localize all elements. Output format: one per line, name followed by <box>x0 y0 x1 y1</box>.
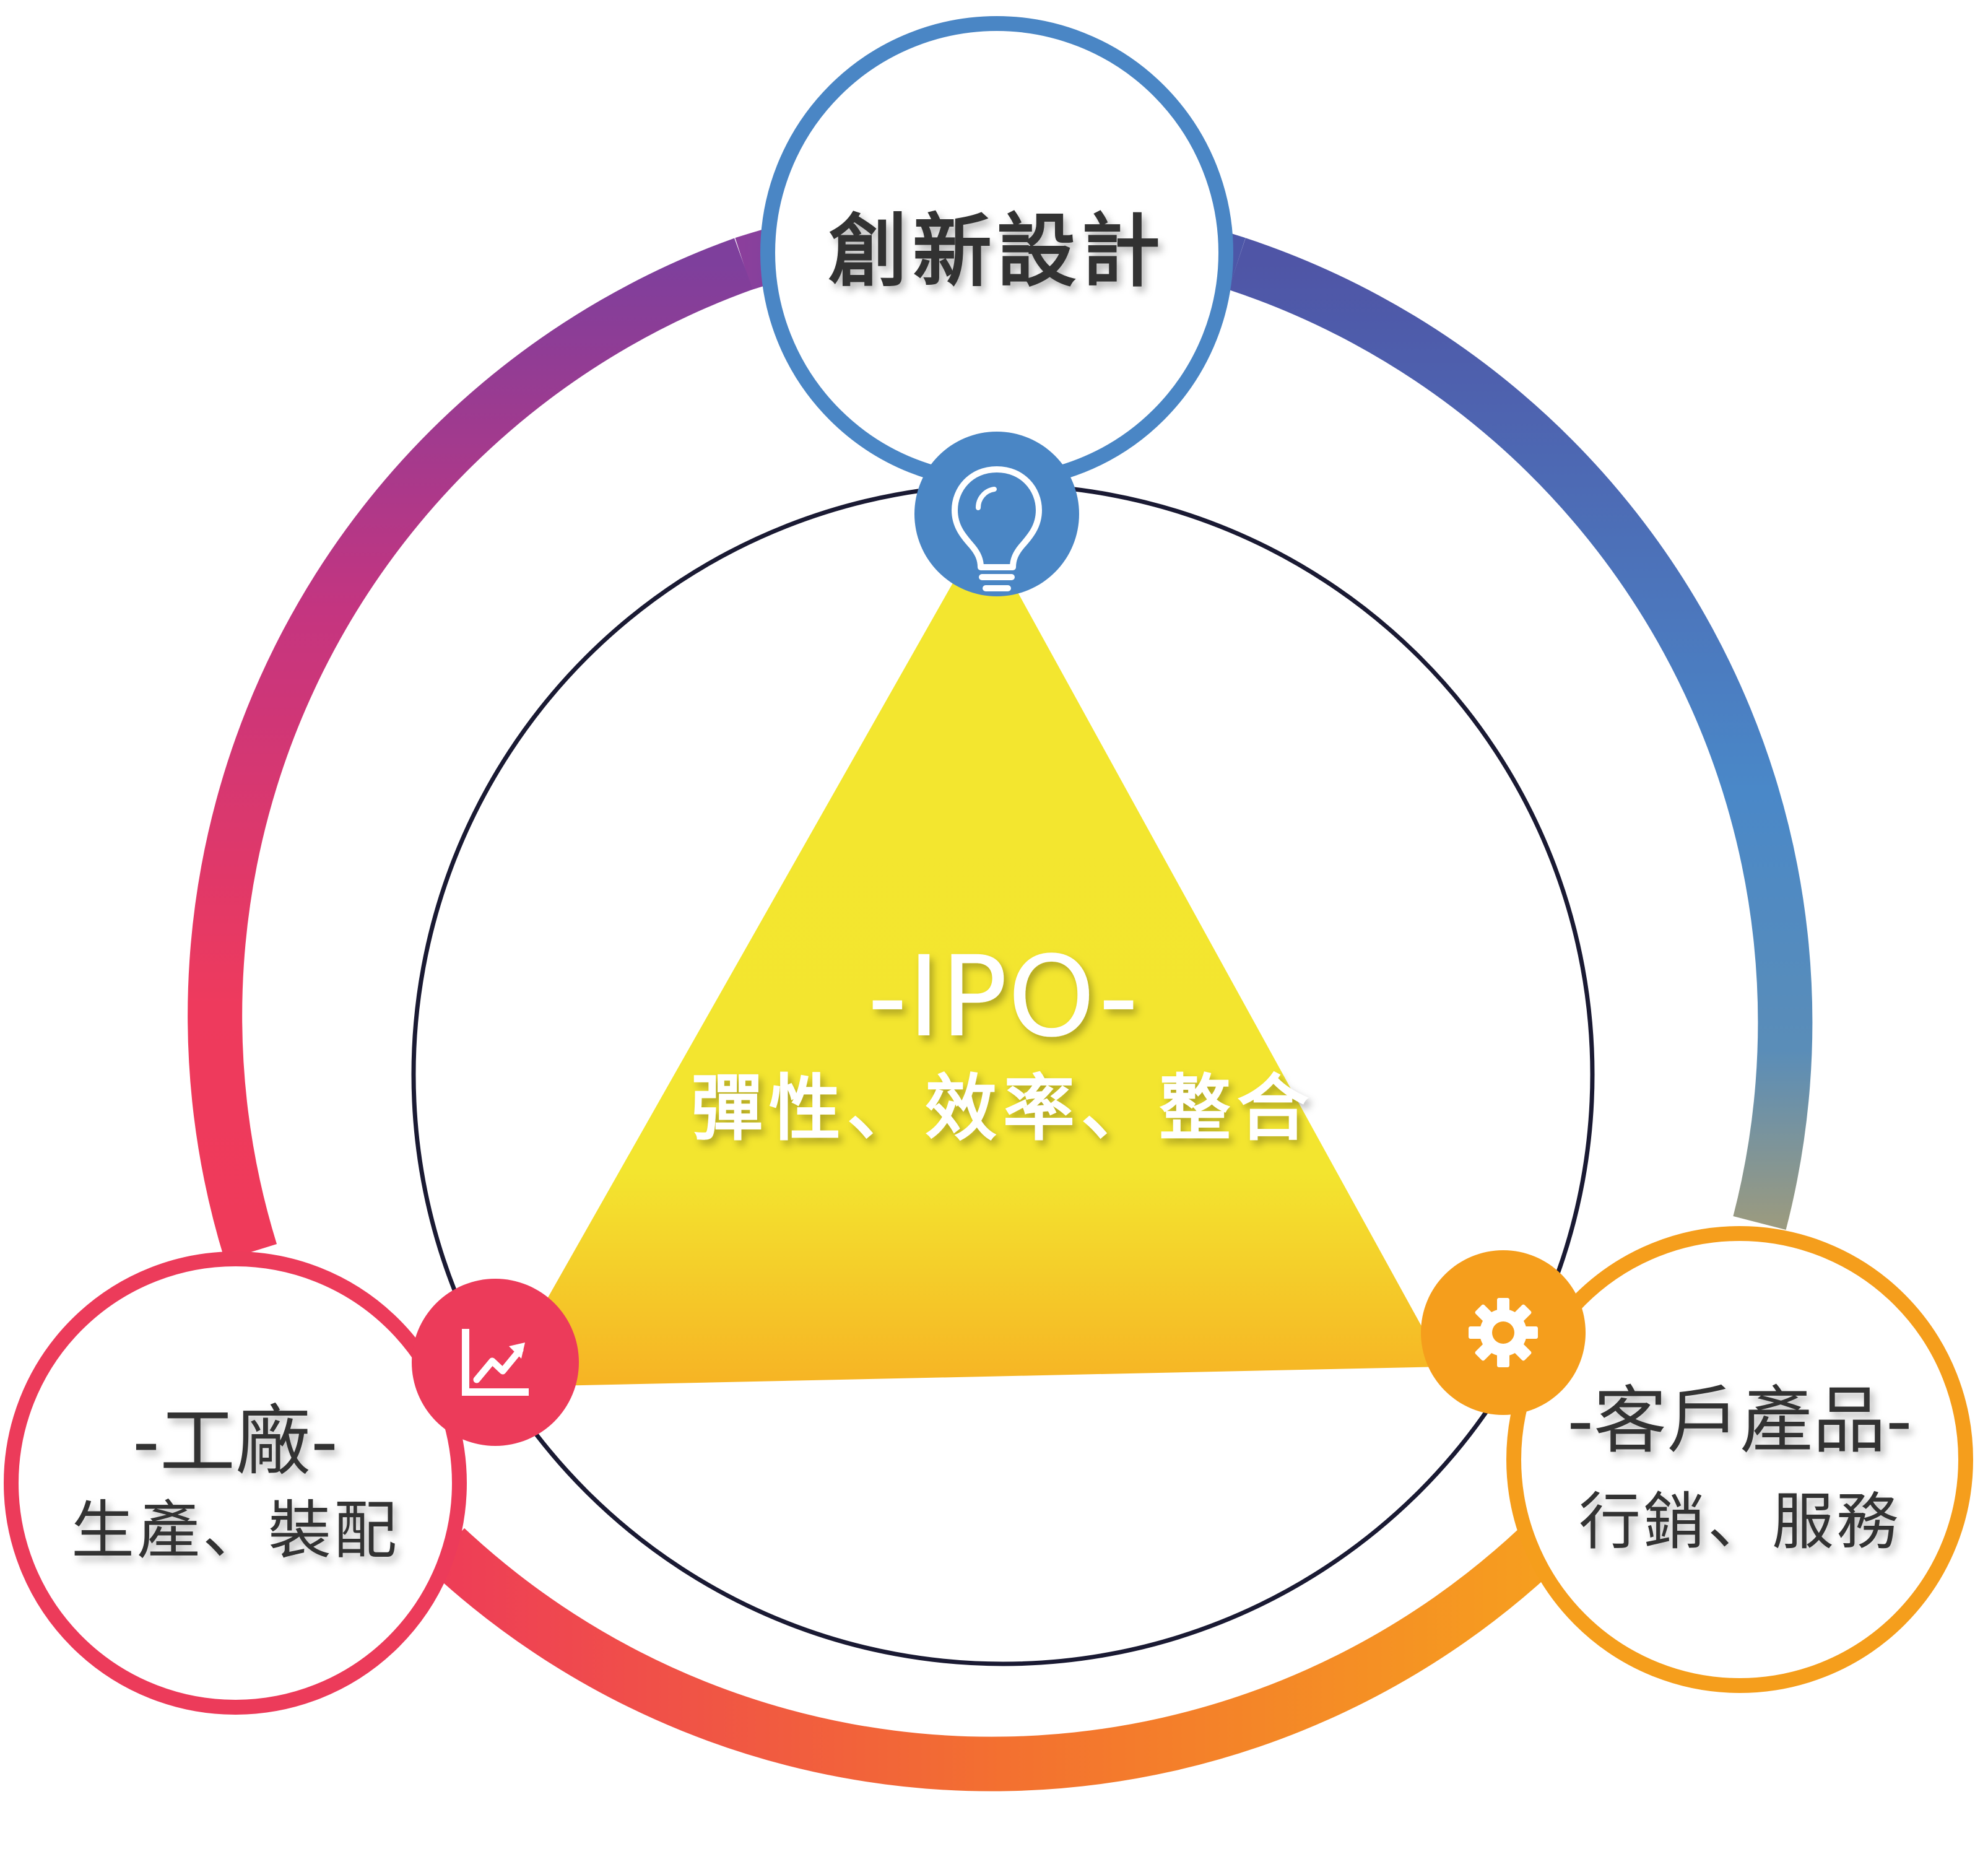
gear-icon <box>1421 1250 1586 1415</box>
node-right-title: -客戶產品- <box>1567 1378 1912 1463</box>
node-top-title: 創新設計 <box>828 206 1165 298</box>
node-right-subtitle: 行銷、服務 <box>1579 1486 1901 1558</box>
node-left-title: -工廠- <box>132 1398 338 1486</box>
ipo-title: -IPO- <box>867 933 1139 1062</box>
node-innovation-design: 創新設計 <box>760 16 1233 596</box>
ring-arc-right <box>1228 238 1813 1230</box>
ipo-subtitle: 彈性、效率、整合 <box>691 1067 1315 1151</box>
ipo-triangle <box>497 529 1444 1387</box>
ring-arc-bottom <box>427 1507 1580 1791</box>
node-left-circle <box>4 1251 467 1715</box>
ring-arc-left <box>188 238 753 1260</box>
node-right-circle <box>1506 1226 1973 1693</box>
node-factory: -工廠- 生產、裝配 <box>4 1251 579 1715</box>
chart-growth-icon <box>412 1279 579 1446</box>
node-left-subtitle: 生產、裝配 <box>71 1494 399 1568</box>
node-customer-product: -客戶產品- 行銷、服務 <box>1421 1226 1973 1693</box>
lightbulb-icon <box>914 432 1079 596</box>
